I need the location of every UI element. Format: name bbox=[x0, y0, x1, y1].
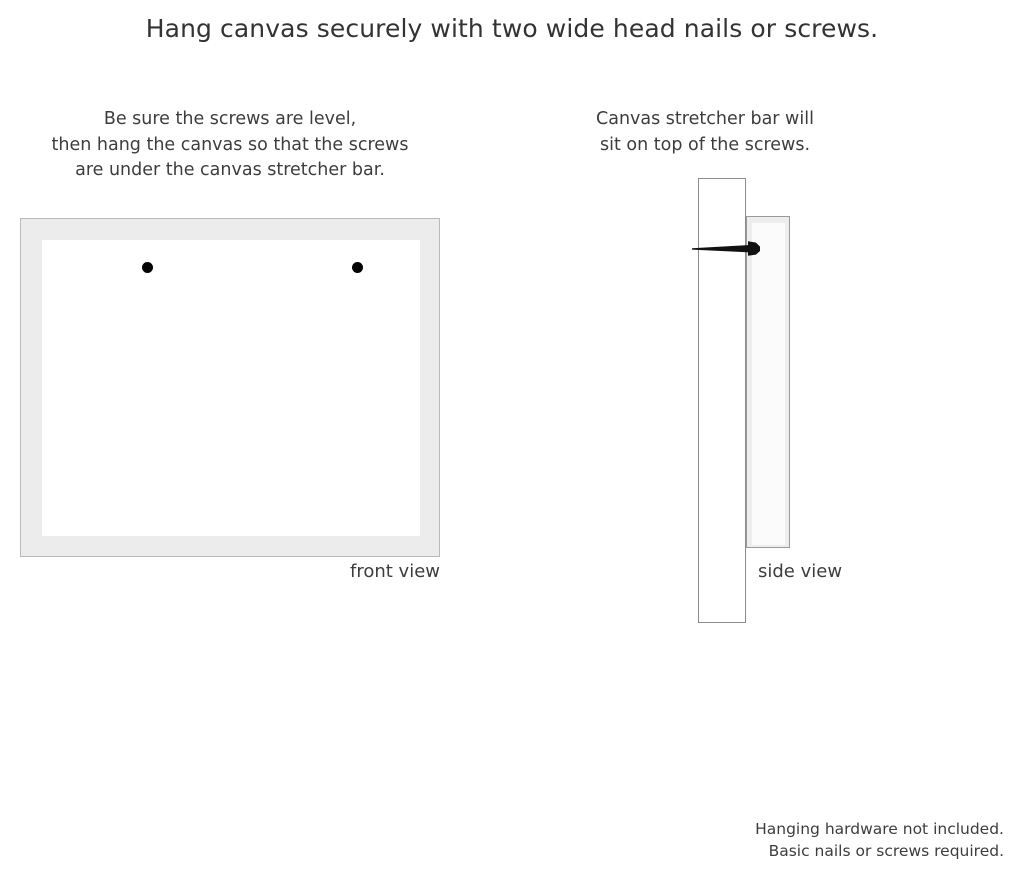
side-view-caption: Canvas stretcher bar will sit on top of … bbox=[560, 107, 850, 158]
side-caption-line-1: Canvas stretcher bar will bbox=[596, 109, 814, 129]
side-view-wall bbox=[698, 178, 746, 623]
front-view-caption: Be sure the screws are level, then hang … bbox=[20, 107, 440, 184]
footer-disclaimer: Hanging hardware not included. Basic nai… bbox=[624, 818, 1004, 862]
front-view-label: front view bbox=[350, 561, 440, 582]
screw-head-left-icon bbox=[142, 262, 153, 273]
footer-line-1: Hanging hardware not included. bbox=[755, 820, 1004, 838]
side-view-label: side view bbox=[758, 561, 843, 582]
screw-side-profile-icon bbox=[692, 241, 760, 256]
front-view-canvas-frame bbox=[20, 218, 440, 557]
front-caption-line-1: Be sure the screws are level, bbox=[103, 109, 357, 129]
front-caption-line-3: are under the canvas stretcher bar. bbox=[75, 160, 385, 180]
front-view-canvas-surface bbox=[42, 240, 420, 536]
side-view-stretcher-bar-inner bbox=[752, 223, 785, 545]
screw-head-right-icon bbox=[352, 262, 363, 273]
front-caption-line-2: then hang the canvas so that the screws bbox=[51, 134, 409, 155]
side-view-diagram bbox=[690, 170, 870, 640]
footer-line-2: Basic nails or screws required. bbox=[768, 842, 1004, 860]
page-title: Hang canvas securely with two wide head … bbox=[145, 14, 879, 43]
side-view-stretcher-bar bbox=[746, 216, 790, 548]
side-caption-line-2: sit on top of the screws. bbox=[599, 134, 811, 155]
